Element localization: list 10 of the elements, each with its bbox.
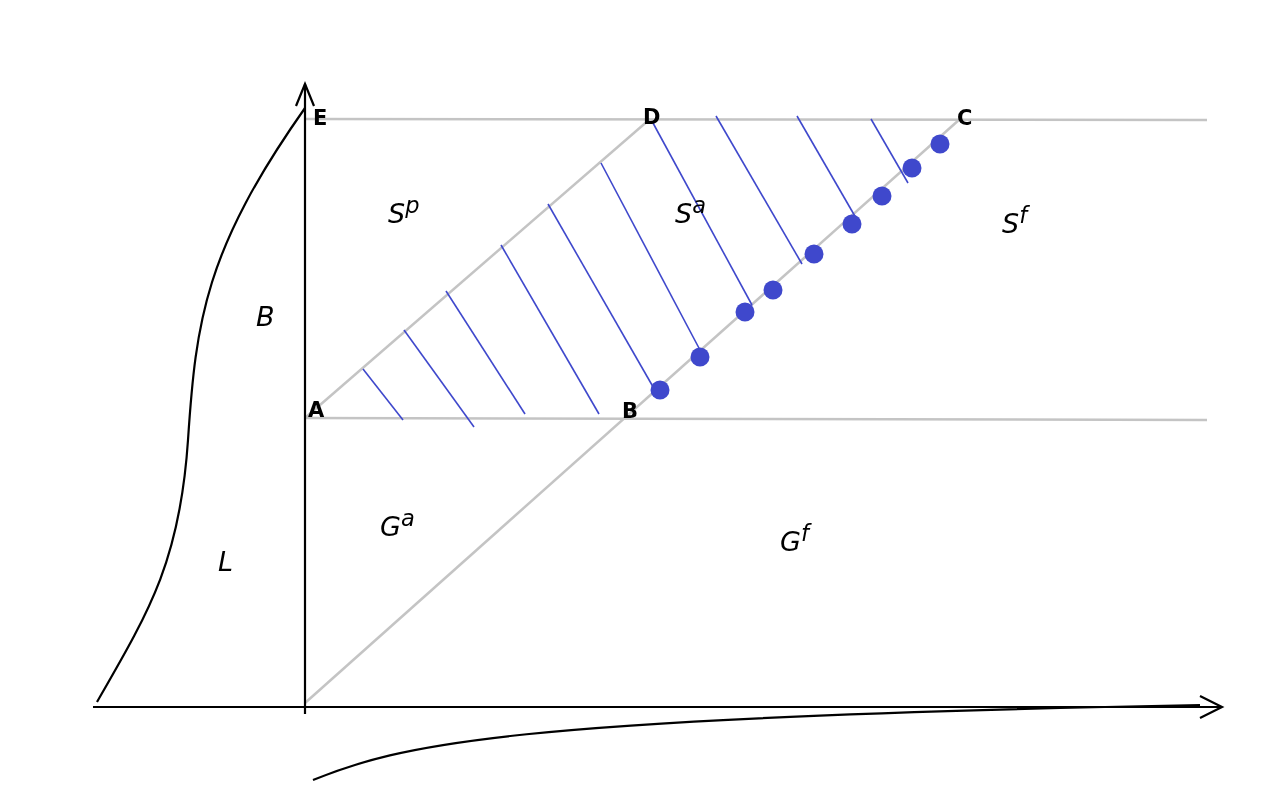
region-label: G$^{a}$ [380,507,415,540]
point-label: E [313,108,328,129]
point-label: C [957,108,973,129]
region-label: S$^{f}$ [1002,204,1028,237]
point-label: B [622,401,638,422]
region-label: S$^{p}$ [388,194,420,227]
point-label: A [308,400,325,421]
point-label: D [643,107,661,128]
region-label: L [218,548,234,575]
region-label: B [256,303,275,330]
